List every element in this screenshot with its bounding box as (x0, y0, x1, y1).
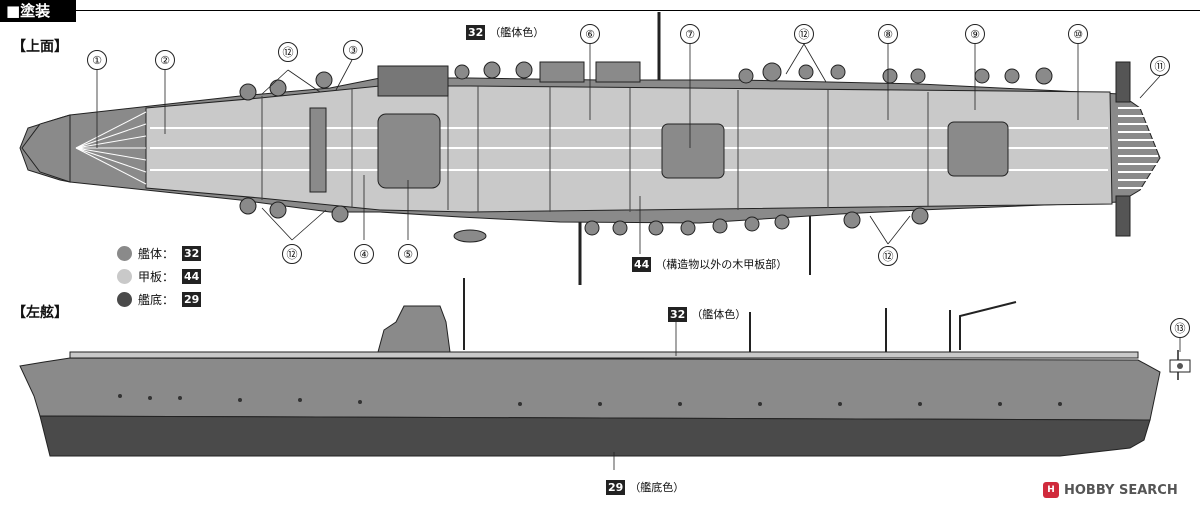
gun-tubs-top (239, 61, 1053, 101)
color-legend: 艦体： 32 甲板： 44 艦底： 29 (117, 244, 209, 310)
legend-code-hull: 32 (182, 245, 202, 261)
deck-code-badge: 44 (632, 256, 652, 272)
deck-panel-lines (261, 86, 929, 212)
hull-color-text-top: （艦体色） (489, 26, 545, 39)
stern-stripes (1118, 99, 1158, 189)
deck-edge-side (69, 351, 1139, 359)
logo-text: HOBBY SEARCH (1064, 482, 1178, 498)
callout-6: ⑥ (580, 24, 600, 44)
side-leader-lines (613, 322, 1181, 470)
legend-swatch-hull (117, 245, 132, 261)
deck-color-text: （構造物以外の木甲板部） (655, 258, 788, 271)
stern-post-top (1115, 61, 1131, 103)
callout-2: ② (155, 50, 175, 70)
callout-12d: ⑫ (878, 246, 898, 266)
hull-color-callout-side: 32 （艦体色） (668, 306, 746, 322)
callout-1: ① (87, 50, 107, 70)
callout-11: ⑪ (1150, 56, 1170, 76)
side-view (19, 278, 1191, 470)
watermark-logo: H HOBBY SEARCH (1043, 482, 1178, 498)
callout-4: ④ (354, 244, 374, 264)
legend-swatch-deck (117, 268, 132, 284)
callout-8: ⑧ (878, 24, 898, 44)
elevator-forward (377, 113, 441, 189)
crane (959, 301, 1017, 350)
elevator-strip (309, 107, 327, 193)
legend-label-deck: 甲板： (138, 269, 175, 284)
hull-code-badge-top: 32 (466, 24, 486, 40)
callout-7: ⑦ (680, 24, 700, 44)
bottom-color-text: （艦底色） (629, 481, 685, 494)
side-hull (19, 357, 1161, 421)
ensign-sun (1177, 363, 1183, 369)
callout-10: ⑩ (1068, 24, 1088, 44)
stern-post-bottom (1115, 195, 1131, 237)
hull-color-callout-top: 32 （艦体色） (466, 24, 544, 40)
legend-row-hull: 艦体： 32 (117, 244, 202, 262)
bottom-color-callout: 29 （艦底色） (606, 479, 684, 495)
bow-fan (75, 111, 147, 185)
legend-label-bottom: 艦底： (138, 292, 175, 307)
legend-label-hull: 艦体： (138, 246, 175, 261)
logo-mark-icon: H (1043, 482, 1059, 498)
legend-code-deck: 44 (182, 268, 202, 284)
elevator-middle (661, 123, 725, 179)
elevator-aft (947, 121, 1009, 177)
legend-swatch-bottom (117, 291, 132, 307)
island-top (377, 65, 449, 97)
callout-12a: ⑫ (278, 42, 298, 62)
boat-deck-1 (539, 61, 585, 83)
legend-row-deck: 甲板： 44 (117, 267, 202, 285)
hull-code-badge-side: 32 (668, 306, 688, 322)
side-view-label: 【左舷】 (12, 305, 68, 321)
callout-9: ⑨ (965, 24, 985, 44)
callout-5: ⑤ (398, 244, 418, 264)
callout-13: ⑬ (1170, 318, 1190, 338)
gun-tubs-bottom (239, 197, 929, 243)
callout-12b: ⑫ (794, 24, 814, 44)
hull-color-text-side: （艦体色） (691, 308, 747, 321)
side-bottom (39, 415, 1151, 457)
callout-3: ③ (343, 40, 363, 60)
top-view (19, 12, 1161, 285)
deck-color-callout: 44 （構造物以外の木甲板部） (632, 256, 787, 272)
bow-cap (21, 114, 71, 183)
legend-row-bottom: 艦底： 29 (117, 290, 202, 308)
boat-deck-2 (595, 61, 641, 83)
top-view-label: 【上面】 (12, 39, 68, 55)
header-title: ■塗装 (0, 0, 76, 22)
island-side (377, 305, 451, 353)
bottom-code-badge: 29 (606, 479, 626, 495)
legend-code-bottom: 29 (182, 291, 202, 307)
portholes (118, 394, 1062, 406)
header-rule (76, 10, 1200, 11)
callout-12c: ⑫ (282, 244, 302, 264)
top-leader-lines (96, 43, 1161, 254)
